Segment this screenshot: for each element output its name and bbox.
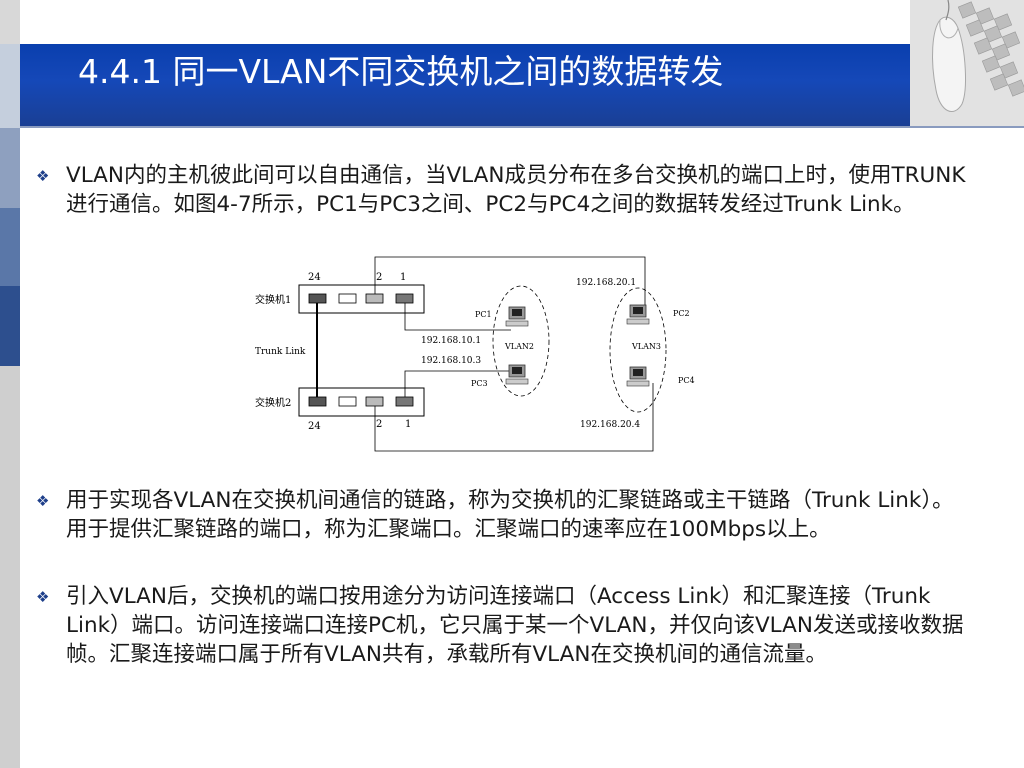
network-diagram: 交换机1 交换机2 Trunk Link 24 2 1 24 2 1 PC1 P… bbox=[253, 255, 699, 460]
pc3-label: PC3 bbox=[471, 379, 488, 388]
left-decor-bar bbox=[0, 0, 20, 768]
bullet-text: 用于实现各VLAN在交换机间通信的链路，称为交换机的汇聚链路或主干链路（Trun… bbox=[66, 488, 954, 542]
trunk-label: Trunk Link bbox=[255, 347, 306, 357]
bullet-item: ❖ 引入VLAN后，交换机的端口按用途分为访问连接端口（Access Link）… bbox=[36, 582, 970, 669]
ip-pc4-label: 192.168.20.4 bbox=[580, 420, 640, 430]
switch1-port2: 2 bbox=[376, 272, 382, 283]
diamond-bullet-icon: ❖ bbox=[36, 492, 50, 510]
vlan2-ellipse bbox=[492, 285, 550, 397]
bullet-item: ❖ 用于实现各VLAN在交换机间通信的链路，称为交换机的汇聚链路或主干链路（Tr… bbox=[36, 486, 970, 544]
ip-pc2-label: 192.168.20.1 bbox=[576, 278, 636, 288]
ip-pc1-label: 192.168.10.1 bbox=[421, 336, 481, 346]
pc1-label: PC1 bbox=[475, 310, 492, 319]
switch2-label: 交换机2 bbox=[255, 396, 291, 409]
page-title: 4.4.1 同一VLAN不同交换机之间的数据转发 bbox=[78, 52, 724, 91]
diamond-bullet-icon: ❖ bbox=[36, 167, 50, 185]
pc1-icon bbox=[505, 306, 529, 327]
pc4-label: PC4 bbox=[678, 376, 695, 385]
switch2-port1: 1 bbox=[405, 419, 411, 430]
vlan2-label: VLAN2 bbox=[504, 342, 534, 351]
pc2-label: PC2 bbox=[673, 309, 690, 318]
title-bar bbox=[20, 44, 910, 126]
switch2-port2: 2 bbox=[376, 419, 382, 430]
pc4-icon bbox=[626, 366, 650, 387]
pc3-icon bbox=[505, 364, 529, 385]
bullet-text: VLAN内的主机彼此间可以自由通信，当VLAN成员分布在多台交换机的端口上时，使… bbox=[66, 163, 966, 217]
vlan3-ellipse bbox=[609, 287, 667, 413]
pc2-icon bbox=[626, 304, 650, 325]
switch1-port24: 24 bbox=[308, 272, 321, 283]
bullet-item: ❖ VLAN内的主机彼此间可以自由通信，当VLAN成员分布在多台交换机的端口上时… bbox=[36, 161, 970, 219]
diamond-bullet-icon: ❖ bbox=[36, 588, 50, 606]
ip-pc3-label: 192.168.10.3 bbox=[421, 356, 481, 366]
keyboard-mouse-image bbox=[910, 0, 1024, 126]
switch1-label: 交换机1 bbox=[255, 293, 291, 306]
switch1-port1: 1 bbox=[400, 272, 406, 283]
bullet-text: 引入VLAN后，交换机的端口按用途分为访问连接端口（Access Link）和汇… bbox=[66, 584, 964, 667]
title-underline bbox=[20, 126, 1024, 128]
switch2-port24: 24 bbox=[308, 421, 321, 432]
vlan3-label: VLAN3 bbox=[631, 342, 661, 351]
